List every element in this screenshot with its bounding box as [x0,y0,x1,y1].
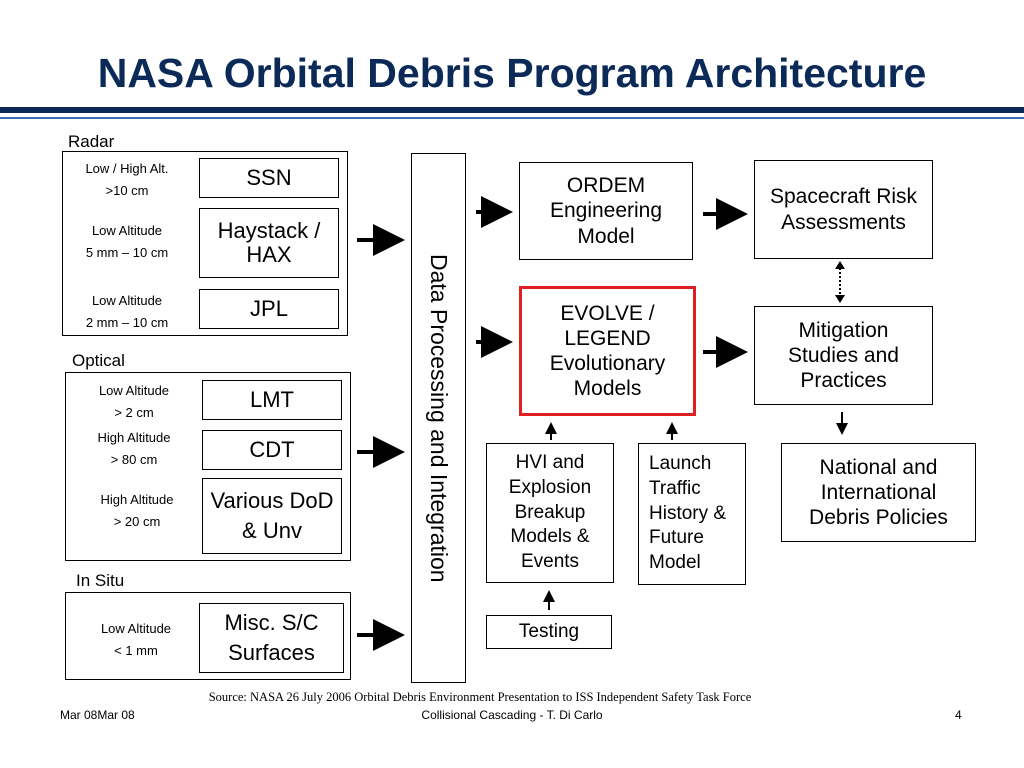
insitu-row-1-line1: Low Altitude [100,621,172,636]
radar-row-2-line1: Low Altitude [91,223,163,238]
optical-row-1-line1: Low Altitude [98,383,170,398]
risk-mitigation-down-head [835,295,845,303]
insitu-row-1-line2: < 1 mm [114,642,158,658]
footer-title: Collisional Cascading - T. Di Carlo [421,708,603,722]
lmt-box: LMT [202,380,342,420]
radar-row-3-desc: Low Altitude 2 mm – 10 cm [68,293,186,331]
insitu-row-1-desc: Low Altitude < 1 mm [77,621,195,659]
title-rule [0,107,1024,113]
launch-traffic-box: Launch Traffic History & Future Model [638,443,746,585]
policies-box: National and International Debris Polici… [781,443,976,542]
optical-label: Optical [72,351,125,370]
radar-label: Radar [68,132,115,151]
insitu-label: In Situ [76,571,125,590]
evolve-legend-box: EVOLVE / LEGEND Evolutionary Models [519,286,696,416]
spacecraft-risk-box: Spacecraft Risk Assessments [754,160,933,259]
optical-row-2-desc: High Altitude > 80 cm [75,430,193,468]
cdt-box: CDT [202,430,342,470]
footer-date: Mar 08Mar 08 [60,708,135,722]
optical-row-3-line2: > 20 cm [113,513,161,529]
radar-row-1-line1: Low / High Alt. [85,161,169,176]
radar-row-3-line1: Low Altitude [91,293,163,308]
radar-row-3-line2: 2 mm – 10 cm [85,314,169,330]
optical-row-1-line2: > 2 cm [114,404,154,420]
data-processing-label: Data Processing and Integration [426,253,452,583]
haystack-box: Haystack / HAX [199,208,339,278]
radar-row-2-desc: Low Altitude 5 mm – 10 cm [68,223,186,261]
data-processing-box: Data Processing and Integration [411,153,466,683]
source-note: Source: NASA 26 July 2006 Orbital Debris… [208,690,752,704]
optical-row-2-line1: High Altitude [97,430,171,445]
ordem-box: ORDEM Engineering Model [519,162,693,260]
optical-row-1-desc: Low Altitude > 2 cm [75,383,193,421]
slide-title: NASA Orbital Debris Program Architecture [97,50,927,96]
title-rule-accent [0,117,1024,119]
hvi-box: HVI and Explosion Breakup Models & Event… [486,443,614,583]
mitigation-box: Mitigation Studies and Practices [754,306,933,405]
misc-sc-box: Misc. S/C Surfaces [199,603,344,673]
radar-row-1-desc: Low / High Alt. >10 cm [68,161,186,199]
radar-row-2-line2: 5 mm – 10 cm [85,244,169,260]
testing-box: Testing [486,615,612,649]
optical-row-3-line1: High Altitude [100,492,174,507]
optical-row-3-desc: High Altitude > 20 cm [78,492,196,530]
page-number: 4 [955,708,962,722]
radar-row-1-line2: >10 cm [105,182,149,198]
risk-mitigation-up-head [835,261,845,269]
ssn-box: SSN [199,158,339,198]
jpl-box: JPL [199,289,339,329]
optical-row-2-line2: > 80 cm [110,451,158,467]
various-box: Various DoD & Unv [202,478,342,554]
